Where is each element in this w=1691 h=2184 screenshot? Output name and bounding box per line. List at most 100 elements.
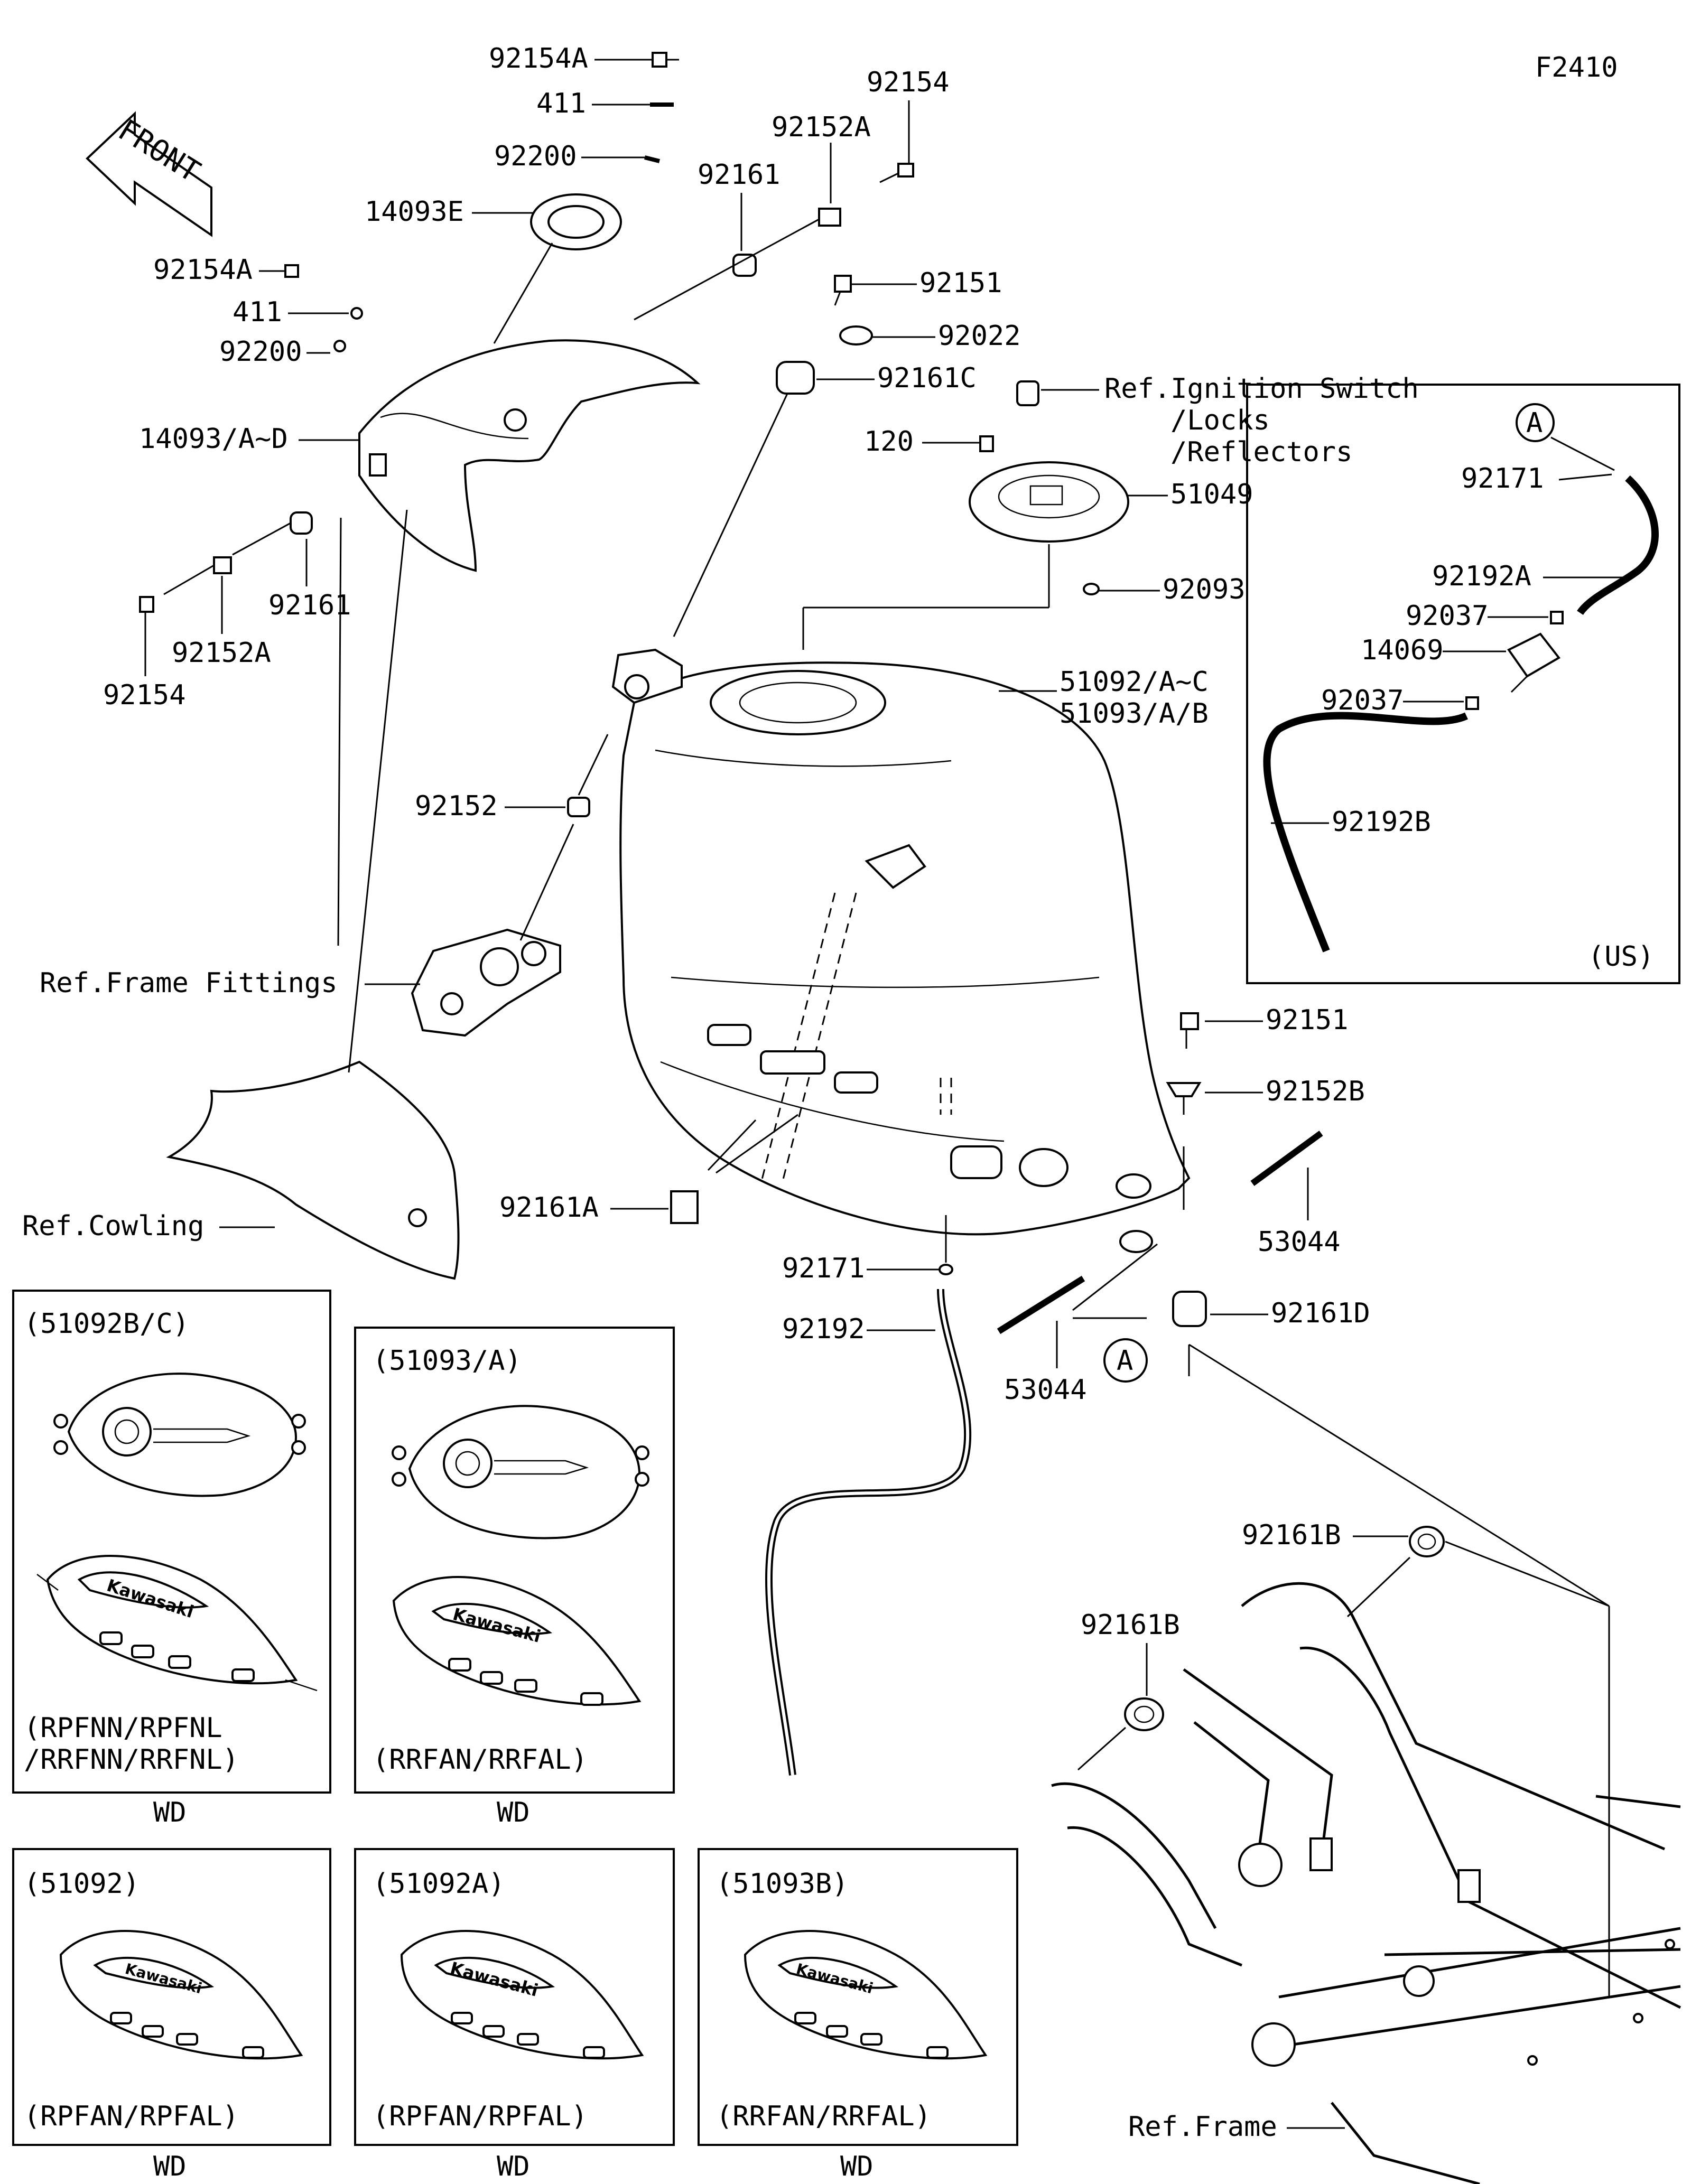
svg-text:92022: 92022 — [938, 320, 1021, 352]
callout-92152A-top: 92152A — [772, 111, 871, 227]
callout-ref-ignition-switch: Ref.Ignition Switch /Locks /Reflectors — [1016, 373, 1419, 468]
callout-92161C: 92161C — [673, 361, 977, 637]
svg-text:51093/A/B: 51093/A/B — [1060, 698, 1209, 730]
us-inset: A 92171 92192A 92037 14069 92037 92192B … — [1246, 384, 1680, 984]
svg-text:Ref.Ignition Switch: Ref.Ignition Switch — [1104, 373, 1419, 405]
callout-411-left: 411 — [233, 296, 363, 328]
fuel-tank — [611, 648, 1191, 1253]
tank-top-view — [392, 1405, 649, 1539]
svg-text:92192: 92192 — [782, 1313, 865, 1345]
svg-text:WD: WD — [840, 2151, 874, 2182]
svg-text:411: 411 — [536, 88, 586, 119]
svg-text:120: 120 — [864, 426, 914, 458]
callout-92152: 92152 — [415, 734, 609, 941]
svg-text:92152A: 92152A — [172, 637, 271, 669]
svg-text:/RRFNN/RRFNL): /RRFNN/RRFNL) — [24, 1744, 239, 1776]
svg-text:92152: 92152 — [415, 790, 498, 822]
cowling — [166, 509, 460, 1280]
svg-text:14093/A~D: 14093/A~D — [139, 423, 288, 455]
callout-92154A-top: 92154A — [489, 43, 679, 74]
svg-text:Ref.Frame Fittings: Ref.Frame Fittings — [40, 967, 338, 999]
variant-box-51092A: (51092A) Kawasaki (RPFAN/RPFAL) WD — [354, 1848, 675, 2182]
callout-92093: 92093 — [1083, 574, 1246, 605]
svg-text:53044: 53044 — [1258, 1226, 1341, 1258]
callout-ref-frame-fittings: Ref.Frame Fittings — [40, 967, 420, 999]
callout-14093E: 14093E — [365, 193, 622, 344]
svg-text:92037: 92037 — [1406, 600, 1489, 632]
svg-text:51092/A~C: 51092/A~C — [1060, 666, 1209, 698]
svg-text:92161: 92161 — [698, 159, 781, 191]
svg-text:(51092B/C): (51092B/C) — [24, 1308, 189, 1340]
svg-text:92171: 92171 — [1461, 463, 1544, 494]
svg-text:53044: 53044 — [1004, 1374, 1087, 1406]
svg-text:92152B: 92152B — [1266, 1076, 1365, 1107]
svg-text:92200: 92200 — [494, 141, 577, 172]
svg-text:92093: 92093 — [1163, 574, 1246, 605]
variant-box-51093B: (51093B) Kawasaki (RRFAN/RRFAL) WD — [698, 1848, 1018, 2182]
callout-92171-mid: 92171 — [782, 1078, 953, 1284]
svg-text:92192B: 92192B — [1332, 806, 1431, 838]
callout-411-top: 411 — [536, 88, 674, 119]
callout-92022: 92022 — [839, 320, 1021, 352]
callout-92161B-top: 92161B — [1188, 1343, 1610, 1997]
callout-92200-left: 92200 — [219, 336, 346, 368]
svg-text:92161A: 92161A — [499, 1192, 599, 1224]
svg-text:(51093/A): (51093/A) — [373, 1345, 522, 1377]
svg-text:WD: WD — [497, 2151, 530, 2182]
svg-text:(RPFAN/RPFAL): (RPFAN/RPFAL) — [373, 2101, 588, 2132]
us-marker-a: A — [1526, 407, 1543, 439]
svg-text:(RRFAN/RRFAL): (RRFAN/RRFAL) — [716, 2101, 931, 2132]
callout-92151-top: 92151 — [834, 267, 1002, 306]
frame-fittings — [411, 928, 561, 1037]
callout-92161B-mid: 92161B — [1077, 1609, 1180, 1771]
callout-92152A-left: 92152A — [163, 556, 271, 669]
svg-text:92161B: 92161B — [1242, 1519, 1341, 1551]
callout-92152B: 92152B — [1166, 1076, 1365, 1210]
svg-text:(US): (US) — [1588, 941, 1654, 973]
svg-text:/Reflectors: /Reflectors — [1170, 436, 1352, 468]
svg-text:92200: 92200 — [219, 336, 302, 368]
tank-cover — [358, 339, 701, 572]
svg-text:51049: 51049 — [1170, 479, 1253, 510]
svg-text:(51093B): (51093B) — [716, 1868, 848, 1900]
svg-text:92154A: 92154A — [489, 43, 588, 74]
svg-text:(RPFAN/RPFAL): (RPFAN/RPFAL) — [24, 2101, 239, 2132]
variant-box-51093-A: (51093/A) Kawasaki (RRFAN/RRFAL) WD — [354, 1327, 675, 1828]
svg-text:WD: WD — [497, 1797, 530, 1828]
callout-92151-mid: 92151 — [1180, 1004, 1349, 1049]
callout-92192: 92192 — [765, 1289, 972, 1776]
svg-text:92154A: 92154A — [153, 254, 253, 286]
callout-92161-left: 92161 — [232, 511, 351, 621]
svg-text:92161B: 92161B — [1081, 1609, 1180, 1641]
front-arrow-icon: FRONT — [86, 111, 212, 237]
svg-text:Ref.Cowling: Ref.Cowling — [22, 1210, 204, 1242]
svg-text:(51092A): (51092A) — [373, 1868, 505, 1900]
svg-text:92161: 92161 — [268, 590, 351, 621]
svg-text:92151: 92151 — [1266, 1004, 1349, 1036]
marker-a-mid: A — [1117, 1345, 1133, 1377]
svg-text:WD: WD — [153, 2151, 187, 2182]
svg-text:14093E: 14093E — [365, 196, 464, 228]
callout-92154-right: 92154 — [867, 67, 950, 183]
variant-box-51092B-C: (51092B/C) Kawasaki (RPFNN/RPFNL /RRFNN/… — [12, 1290, 331, 1828]
callout-92161A: 92161A — [499, 1114, 798, 1224]
svg-text:(RPFNN/RPFNL: (RPFNN/RPFNL — [24, 1712, 222, 1744]
tank-side-view: Kawasaki — [392, 1576, 642, 1706]
svg-text:92154: 92154 — [103, 679, 186, 711]
svg-text:92154: 92154 — [867, 67, 950, 98]
variant-box-51092: (51092) Kawasaki (RPFAN/RPFAL) WD — [12, 1848, 331, 2182]
svg-text:(RRFAN/RRFAL): (RRFAN/RRFAL) — [373, 1744, 588, 1776]
callout-ref-cowling: Ref.Cowling — [22, 1210, 275, 1242]
svg-text:92161C: 92161C — [877, 362, 977, 394]
svg-text:WD: WD — [153, 1797, 187, 1828]
svg-text:92192A: 92192A — [1432, 561, 1531, 592]
svg-text:92151: 92151 — [919, 267, 1002, 299]
svg-text:92171: 92171 — [782, 1253, 865, 1284]
svg-text:(51092): (51092) — [24, 1868, 140, 1900]
callout-92200-top: 92200 — [494, 141, 660, 172]
tank-top-view — [53, 1373, 306, 1497]
tank-side-view: Kawasaki — [36, 1555, 318, 1692]
callout-51049: 51049 — [802, 461, 1253, 650]
diagram-code: F2410 — [1535, 52, 1618, 83]
